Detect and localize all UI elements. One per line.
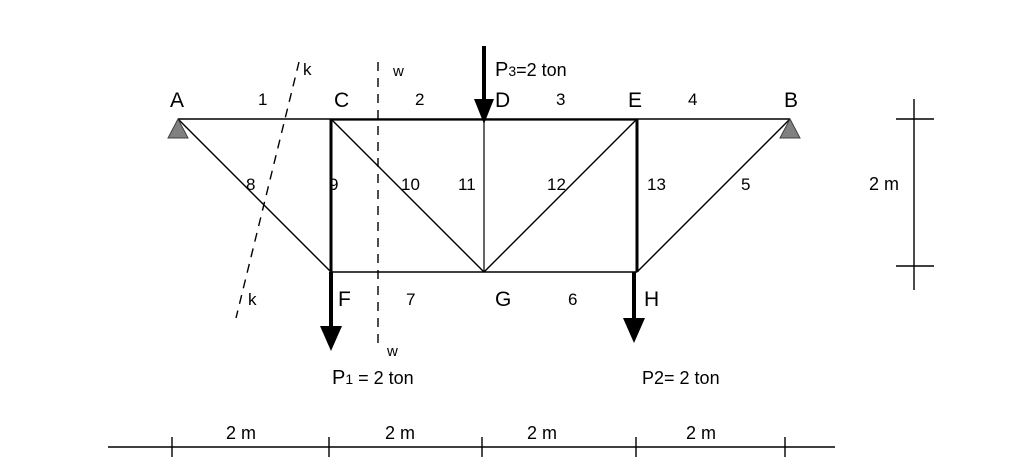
member-label-6: 6 [568,290,577,309]
span-label-3: 2 m [527,423,557,443]
span-label-4: 2 m [686,423,716,443]
node-label-c: C [334,89,349,112]
span-label-2: 2 m [385,423,415,443]
node-labels: A C D E B F G H [170,89,798,311]
height-dimension [896,99,934,290]
node-label-a: A [170,89,184,112]
member-label-11: 11 [458,175,476,194]
load-arrows [320,46,645,351]
section-w-bottom-label: w [386,343,398,360]
load-p3-label: P3=2 ton [495,59,567,81]
member-label-13: 13 [647,175,666,194]
load-p1-main: P [332,367,345,389]
section-w-top-label: w [392,63,404,80]
support-a-triangle [167,117,189,139]
load-p3-rest: =2 ton [516,60,567,80]
section-k-bottom-label: k [248,290,257,309]
section-labels: k k w w [248,60,404,360]
member-label-7: 7 [406,290,415,309]
node-label-h: H [644,288,659,311]
span-dimension [108,437,835,457]
node-label-d: D [495,89,510,112]
member-label-10: 10 [401,175,420,194]
member-label-5: 5 [741,175,750,194]
node-label-b: B [784,89,798,112]
load-p1-label: P1 = 2 ton [332,367,414,389]
truss-members [177,118,791,273]
load-p3-sub: 3 [508,63,516,79]
section-k-line [235,61,300,319]
member-8-line [177,118,332,273]
load-p1-rest: = 2 ton [353,368,414,388]
load-p1-sub: 1 [345,371,353,387]
load-p3-arrowhead [474,99,494,124]
member-label-8: 8 [246,175,255,194]
member-10-line [330,118,485,273]
member-label-9: 9 [329,175,338,194]
load-p2-main: P2 [642,368,664,388]
height-dim-label: 2 m [869,174,899,194]
member-label-2: 2 [415,90,424,109]
span-label-1: 2 m [226,423,256,443]
load-labels: P3=2 ton P1 = 2 ton P2= 2 ton [332,59,720,389]
section-k-top-label: k [303,60,312,79]
node-label-e: E [628,89,642,112]
support-b-triangle [779,117,801,139]
load-p2-arrowhead [623,318,645,343]
dimension-labels: 2 m 2 m 2 m 2 m 2 m [226,174,899,443]
member-label-1: 1 [258,90,267,109]
node-label-f: F [338,288,351,311]
load-p2-rest: = 2 ton [664,368,720,388]
member-labels: 1 2 3 4 5 6 7 8 9 10 11 12 13 [246,90,750,309]
member-5-line [636,118,791,273]
member-label-4: 4 [688,90,697,109]
member-label-12: 12 [547,175,566,194]
load-p1-arrowhead [320,326,342,351]
load-p2-label: P2= 2 ton [642,368,720,388]
member-label-3: 3 [556,90,565,109]
node-label-g: G [495,288,511,311]
load-p3-main: P [495,59,508,81]
member-12-line [483,118,638,273]
